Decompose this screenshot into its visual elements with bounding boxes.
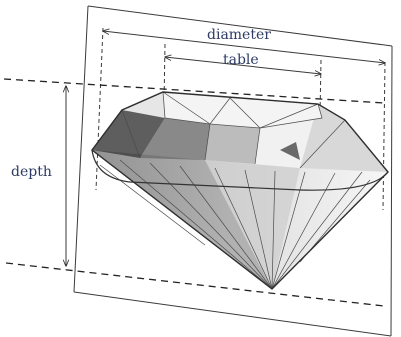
diamond-illustration [92, 92, 388, 289]
table-label: table [223, 52, 259, 68]
diameter-label: diameter [207, 27, 271, 43]
depth-label: depth [11, 164, 52, 180]
